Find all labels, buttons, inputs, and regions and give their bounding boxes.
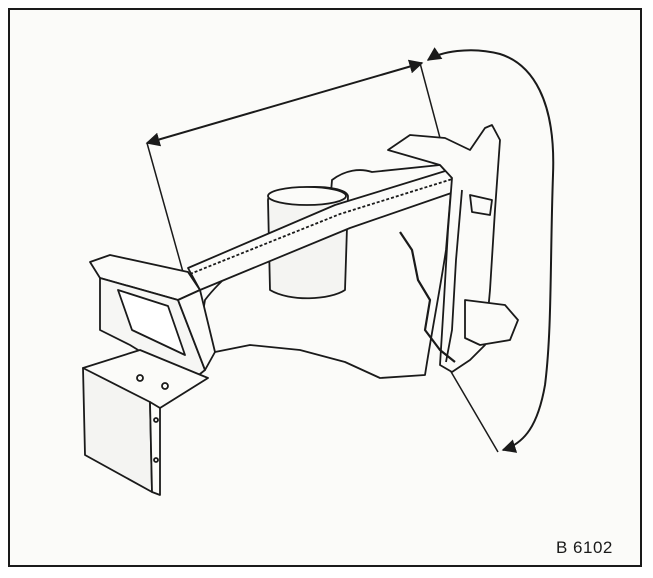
dimension-line-length [145,59,424,147]
bracket-rivet-2 [153,457,159,463]
side-member-assembly [82,124,519,496]
rear-pillar-foot [464,299,519,346]
front-box-side [177,289,216,371]
lower-bracket-flange [149,401,161,496]
brake-line [399,231,456,363]
front-box-opening [117,289,186,356]
rear-pillar-flange [469,194,493,216]
bracket-rivet-1 [153,417,159,423]
diagonal-dimension [426,47,555,453]
extension-line-lower [449,369,499,453]
suspension-tower-top [267,186,347,206]
bracket-hole-2 [161,382,169,390]
rear-pillar-inner [445,189,463,363]
extension-line-front [146,142,184,273]
upper-rail-crease [189,175,463,275]
bracket-hole-1 [136,374,144,382]
diagonal-dimension-arc [426,47,555,453]
figure-reference-code: B 6102 [556,538,613,557]
